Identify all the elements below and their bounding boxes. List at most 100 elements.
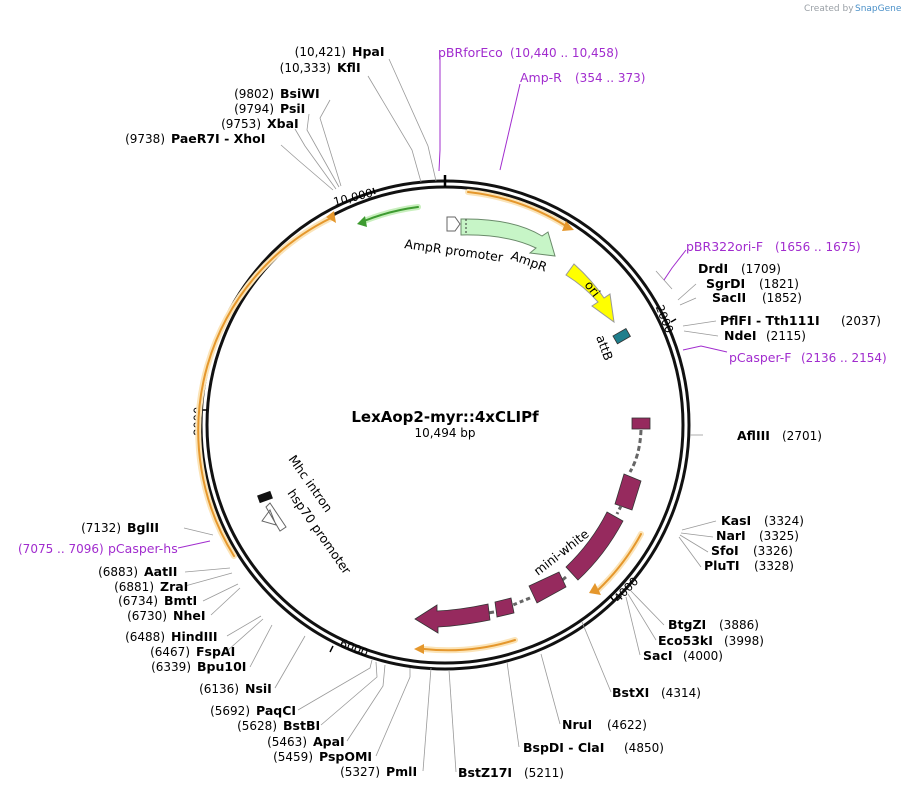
site-pos: (1821) [759,277,799,291]
primer-pcasper-hs-name[interactable]: pCasper-hs [108,541,178,556]
site-nari[interactable]: NarI [716,528,746,543]
primer-pbrforeco-name[interactable]: pBRforEco [438,45,503,60]
mini-white-exon-4 [528,571,567,604]
ampr-promoter-label: AmpR promoter [404,236,505,265]
site-psii[interactable]: PsiI [280,101,305,116]
site-hpai[interactable]: HpaI [352,44,385,59]
site-sgrdi[interactable]: SgrDI [706,276,745,291]
site-kasi[interactable]: KasI [721,513,751,528]
site-bstz17i[interactable]: BstZ17I [458,765,512,780]
site-pos: (9794) [234,102,274,116]
hsp70-promoter-shape [261,502,287,532]
site-leader-lines [183,58,719,773]
ampr-promoter-shape [446,216,461,232]
site-paer7i-xhoi[interactable]: PaeR7I - XhoI [171,131,265,146]
ori-feature[interactable] [565,263,615,324]
ori-shape [565,263,615,324]
site-psppomi[interactable]: PspOMI [319,749,372,764]
primer-leader-lines [177,55,728,549]
site-bstbi[interactable]: BstBI [283,718,320,733]
primer-ampr-name[interactable]: Amp-R [520,70,562,85]
attb-label: attB [593,333,616,363]
site-pflfi-tth111i[interactable]: PflFI - Tth111I [720,313,820,328]
site-bmti[interactable]: BmtI [164,593,197,608]
mini-white-exon-1 [631,417,651,430]
site-pos: (10,333) [280,61,331,75]
site-kfli[interactable]: KflI [337,60,361,75]
site-pos: (6881) [114,580,154,594]
primer-pbrforeco-range: (10,440 .. 10,458) [510,46,619,60]
site-pos: (6136) [199,682,239,696]
mini-white-intron-1 [628,429,643,473]
primer-pbr322ori-f-name[interactable]: pBR322ori-F [686,239,763,254]
site-hindiii[interactable]: HindIII [171,629,218,644]
site-pos: (6488) [125,630,165,644]
site-pos: (5628) [237,719,277,733]
primer-pcasper-f-name[interactable]: pCasper-F [729,350,792,365]
site-pos: (1852) [762,291,802,305]
site-xbai[interactable]: XbaI [267,116,299,131]
site-nrui[interactable]: NruI [562,717,592,732]
site-pos: (2115) [766,329,806,343]
site-pos: (2701) [782,429,822,443]
site-pos: (2037) [841,314,881,328]
arrowhead-top [562,221,574,231]
mini-white-exon-3 [565,511,624,581]
site-sfoi[interactable]: SfoI [711,543,739,558]
site-ndei[interactable]: NdeI [724,328,757,343]
orf-arc-bottom [423,639,516,652]
snapgene-brand: SnapGene [855,4,902,14]
site-pluti[interactable]: PluTI [704,558,740,573]
tick-mark-10000 [372,187,376,195]
tick-mark-2000 [670,318,677,323]
site-afliii[interactable]: AflIII [737,428,770,443]
site-eco53ki[interactable]: Eco53kI [658,633,713,648]
site-pos: (4000) [683,649,723,663]
site-pos: (3328) [754,559,794,573]
site-bpu10i[interactable]: Bpu10I [197,659,246,674]
site-pos: (9802) [234,87,274,101]
ampr-feature[interactable] [446,216,556,257]
site-zrai[interactable]: ZraI [160,579,188,594]
site-bstxi[interactable]: BstXI [612,685,649,700]
site-nsii[interactable]: NsiI [245,681,272,696]
site-sacii[interactable]: SacII [712,290,746,305]
mini-white-feature[interactable] [414,417,651,634]
site-pos: (6339) [151,660,191,674]
plasmid-name: LexAop2-myr::4xCLIPf [351,408,539,426]
site-pos: (5459) [273,750,313,764]
mini-white-exon-5 [494,597,515,618]
site-nhei[interactable]: NheI [173,608,206,623]
site-pos: (3886) [719,618,759,632]
site-pos: (3325) [759,529,799,543]
site-drdi[interactable]: DrdI [698,261,728,276]
arrowhead-left [326,211,336,223]
tick-mark-4000 [609,595,615,602]
site-pos: (9738) [125,132,165,146]
orf-arc-top [467,191,567,227]
site-pmli[interactable]: PmlI [386,764,417,779]
site-bsiwi[interactable]: BsiWI [280,86,320,101]
site-saci[interactable]: SacI [643,648,673,663]
attb-feature[interactable] [612,327,631,345]
site-pos: (4622) [607,718,647,732]
mini-white-exon-2 [614,473,642,511]
site-btgzi[interactable]: BtgZI [668,617,706,632]
site-paqci[interactable]: PaqCI [256,703,296,718]
site-apai[interactable]: ApaI [313,734,345,749]
hsp70-feature[interactable] [257,490,287,532]
site-bspdi-clai[interactable]: BspDI - ClaI [523,740,604,755]
site-pos: (3998) [724,634,764,648]
arrowhead-green [357,216,367,227]
site-pos: (6734) [118,594,158,608]
site-pos: (6730) [127,609,167,623]
site-pos: (5463) [267,735,307,749]
created-by-text: Created by [804,4,854,14]
site-fspai[interactable]: FspAI [196,644,235,659]
site-pos: (7132) [81,521,121,535]
tick-label-6000: 6000 [338,636,370,660]
site-aatii[interactable]: AatII [144,564,177,579]
site-bglii[interactable]: BglII [127,520,159,535]
site-pos: (9753) [221,117,261,131]
